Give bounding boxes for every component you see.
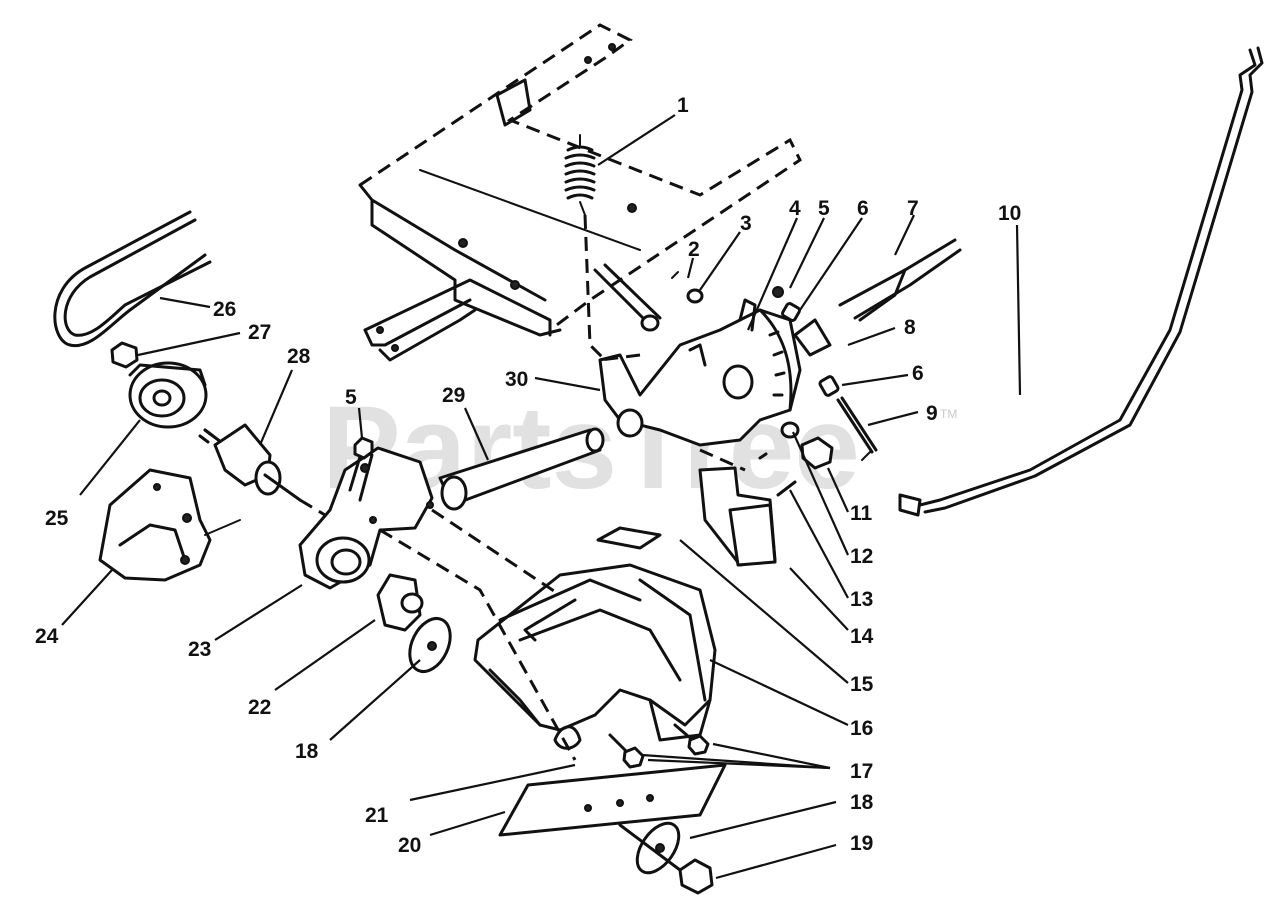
drive-belt xyxy=(53,210,212,348)
deflector-plates xyxy=(596,466,777,567)
label-7: 7 xyxy=(907,197,919,220)
label-4: 4 xyxy=(789,197,801,220)
drive-pulley xyxy=(110,341,208,429)
label-30: 30 xyxy=(505,368,528,391)
label-12: 12 xyxy=(850,545,873,568)
label-27: 27 xyxy=(248,321,271,344)
leader-lines xyxy=(61,114,1022,880)
chute-bolts xyxy=(608,723,710,769)
label-8: 8 xyxy=(904,316,916,339)
spring-part xyxy=(564,134,607,362)
label-18a: 18 xyxy=(850,791,874,814)
label-6b: 6 xyxy=(912,362,924,385)
pulley-shaft xyxy=(198,423,302,502)
control-rod xyxy=(898,46,1264,517)
label-28: 28 xyxy=(287,345,311,368)
housing-nut xyxy=(353,436,374,460)
lever-hardware xyxy=(772,286,878,461)
shaft-pin xyxy=(593,263,704,332)
label-11: 11 xyxy=(850,502,873,525)
label-9: 9 xyxy=(926,402,938,425)
label-19: 19 xyxy=(850,832,873,855)
label-29: 29 xyxy=(442,384,465,407)
label-24: 24 xyxy=(35,625,59,648)
label-15: 15 xyxy=(850,673,874,696)
gear-case xyxy=(98,468,241,582)
label-16: 16 xyxy=(850,717,873,740)
bracket-fasteners xyxy=(758,421,834,497)
bearing-block xyxy=(376,573,452,673)
control-bracket xyxy=(598,298,802,447)
label-25: 25 xyxy=(45,507,69,530)
assembly-lines xyxy=(299,353,746,761)
label-6a: 6 xyxy=(857,197,869,220)
control-cable xyxy=(838,238,962,322)
chute-plate xyxy=(498,763,727,837)
label-10: 10 xyxy=(998,202,1021,225)
label-20: 20 xyxy=(398,834,421,857)
label-21: 21 xyxy=(365,804,389,827)
plate-hardware xyxy=(618,821,714,895)
label-22: 22 xyxy=(248,696,271,719)
watermark-trademark: TM xyxy=(940,407,957,421)
callout-labels: 1 2 3 4 5 5 6 6 7 8 9 10 11 12 13 14 15 … xyxy=(35,94,1021,857)
label-5a: 5 xyxy=(818,197,830,220)
label-26: 26 xyxy=(213,298,236,321)
label-5b: 5 xyxy=(345,386,357,409)
label-13: 13 xyxy=(850,588,873,611)
label-17: 17 xyxy=(850,760,873,783)
label-18b: 18 xyxy=(295,740,319,763)
label-3: 3 xyxy=(740,212,752,235)
label-1: 1 xyxy=(677,94,689,117)
frame xyxy=(358,23,802,362)
label-2: 2 xyxy=(688,238,700,261)
label-23: 23 xyxy=(188,638,211,661)
shaft-housing xyxy=(298,446,434,590)
discharge-chute xyxy=(473,563,717,750)
label-14: 14 xyxy=(850,625,874,648)
drive-shaft xyxy=(438,427,605,511)
